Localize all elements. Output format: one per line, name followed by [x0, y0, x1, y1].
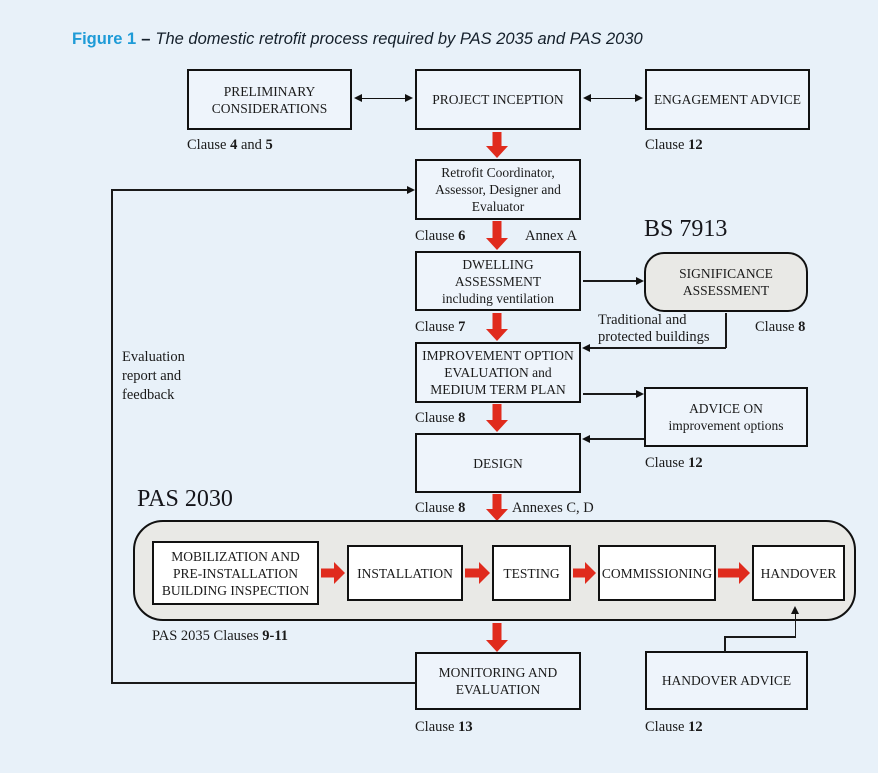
box-label: Retrofit Coordinator,Assessor, Designer …: [435, 165, 561, 214]
label-clause-8-improvement: Clause 8: [415, 410, 466, 426]
flow-arrow-mobilization-to-installation: [321, 562, 345, 584]
arrowhead-right: [405, 94, 413, 102]
arrowhead-into-significance: [636, 276, 644, 285]
box-installation: INSTALLATION: [347, 545, 463, 601]
label-clause-6: Clause 6: [415, 228, 466, 244]
box-retrofit-coordinator: Retrofit Coordinator,Assessor, Designer …: [415, 159, 581, 220]
flow-arrow-installation-to-testing: [465, 562, 490, 584]
arrowhead-left: [583, 94, 591, 102]
label-pas-2035-clauses-9-11: PAS 2035 Clauses 9-11: [152, 628, 289, 644]
connector-significance-down: [725, 313, 727, 348]
title-dash: –: [141, 30, 151, 48]
label-clause-12-handover: Clause 12: [645, 719, 703, 735]
label-clause-7: Clause 7: [415, 319, 466, 335]
connector-advice-to-design: [589, 438, 644, 440]
arrowhead-left: [354, 94, 362, 102]
connector-dwelling-to-significance: [583, 280, 637, 282]
flow-arrow-commissioning-to-handover: [718, 562, 750, 584]
box-engagement-advice: ENGAGEMENT ADVICE: [645, 69, 810, 130]
flow-arrow-coordinator-to-dwelling: [486, 221, 508, 250]
box-handover: HANDOVER: [752, 545, 845, 601]
connector-handoveradvice-up2: [794, 609, 797, 637]
flow-arrow-inception-to-coordinator: [486, 132, 508, 158]
box-testing: TESTING: [492, 545, 571, 601]
box-label: HANDOVER ADVICE: [661, 673, 792, 688]
flow-arrow-pas2030-to-monitoring: [486, 623, 508, 652]
flow-arrow-improvement-to-design: [486, 404, 508, 432]
figure-title: Figure 1–The domestic retrofit process r…: [72, 30, 643, 49]
arrowhead-into-design: [582, 434, 590, 443]
box-label: ENGAGEMENT ADVICE: [653, 92, 802, 107]
figure-number-label: Figure 1: [72, 30, 137, 48]
label-annexes-c-d: Annexes C, D: [512, 500, 594, 516]
connector-handoveradvice-across: [724, 636, 796, 638]
connector-feedback-vertical: [111, 189, 113, 683]
label-clause-8-significance: Clause 8: [755, 319, 806, 335]
label-pas-2030: PAS 2030: [137, 486, 233, 512]
arrowhead-right: [635, 94, 643, 102]
arrowhead-feedback-into-coordinator: [407, 185, 415, 194]
box-label: DESIGN: [473, 455, 523, 471]
connector-improvement-to-advice: [583, 393, 637, 395]
connector-preliminary-project: [354, 94, 413, 103]
box-handover-advice: HANDOVER ADVICE: [645, 651, 808, 710]
label-clause-8-design: Clause 8: [415, 500, 466, 516]
connector-handoveradvice-up: [724, 637, 726, 652]
arrowhead-into-handover: [790, 606, 799, 614]
label-clause-4-and-5: Clause 4 and 5: [187, 137, 273, 153]
arrowhead-into-improvement: [582, 343, 590, 352]
flow-arrow-testing-to-commissioning: [573, 562, 596, 584]
box-label: COMMISSIONING: [601, 565, 713, 581]
box-project-inception: PROJECT INCEPTION: [415, 69, 581, 130]
box-commissioning: COMMISSIONING: [598, 545, 716, 601]
connector-feedback-top: [111, 189, 409, 191]
connector-significance-to-improvement: [589, 347, 726, 349]
box-design: DESIGN: [415, 433, 581, 493]
box-label: HANDOVER: [760, 565, 837, 581]
title-text: The domestic retrofit process required b…: [155, 30, 643, 48]
connector-project-engagement: [583, 94, 643, 103]
label-clause-12-engagement: Clause 12: [645, 137, 703, 153]
label-bs-7913: BS 7913: [644, 216, 728, 242]
label-clause-13: Clause 13: [415, 719, 473, 735]
box-label: TESTING: [503, 565, 560, 581]
label-annex-a: Annex A: [525, 228, 577, 244]
flow-arrow-dwelling-to-improvement: [486, 313, 508, 341]
arrowhead-into-advice: [636, 389, 644, 398]
box-label: PROJECT INCEPTION: [432, 92, 564, 107]
label-clause-12-advice: Clause 12: [645, 455, 703, 471]
flow-arrow-design-to-pas2030: [486, 494, 508, 521]
connector-feedback-bottom: [111, 682, 415, 684]
box-label: INSTALLATION: [357, 565, 453, 581]
